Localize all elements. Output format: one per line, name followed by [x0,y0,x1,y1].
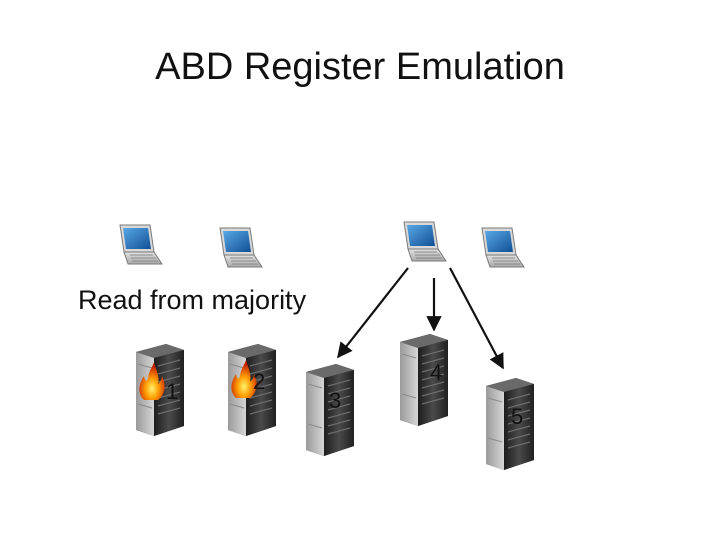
read-arrow-to-server-3 [338,268,408,357]
client-laptop-icon-1 [120,225,162,264]
server-label-3: 3 [329,389,341,413]
client-laptop-icon-4 [482,228,524,267]
server-tower-icon-5 [486,378,534,470]
server-label-1: 1 [166,380,178,404]
server-label-5: 5 [511,405,523,429]
server-label-2: 2 [253,370,265,394]
client-laptop-icon-3 [404,222,446,261]
read-arrow-to-server-5 [450,268,503,368]
server-label-4: 4 [430,361,442,385]
client-laptop-icon-2 [220,228,262,267]
